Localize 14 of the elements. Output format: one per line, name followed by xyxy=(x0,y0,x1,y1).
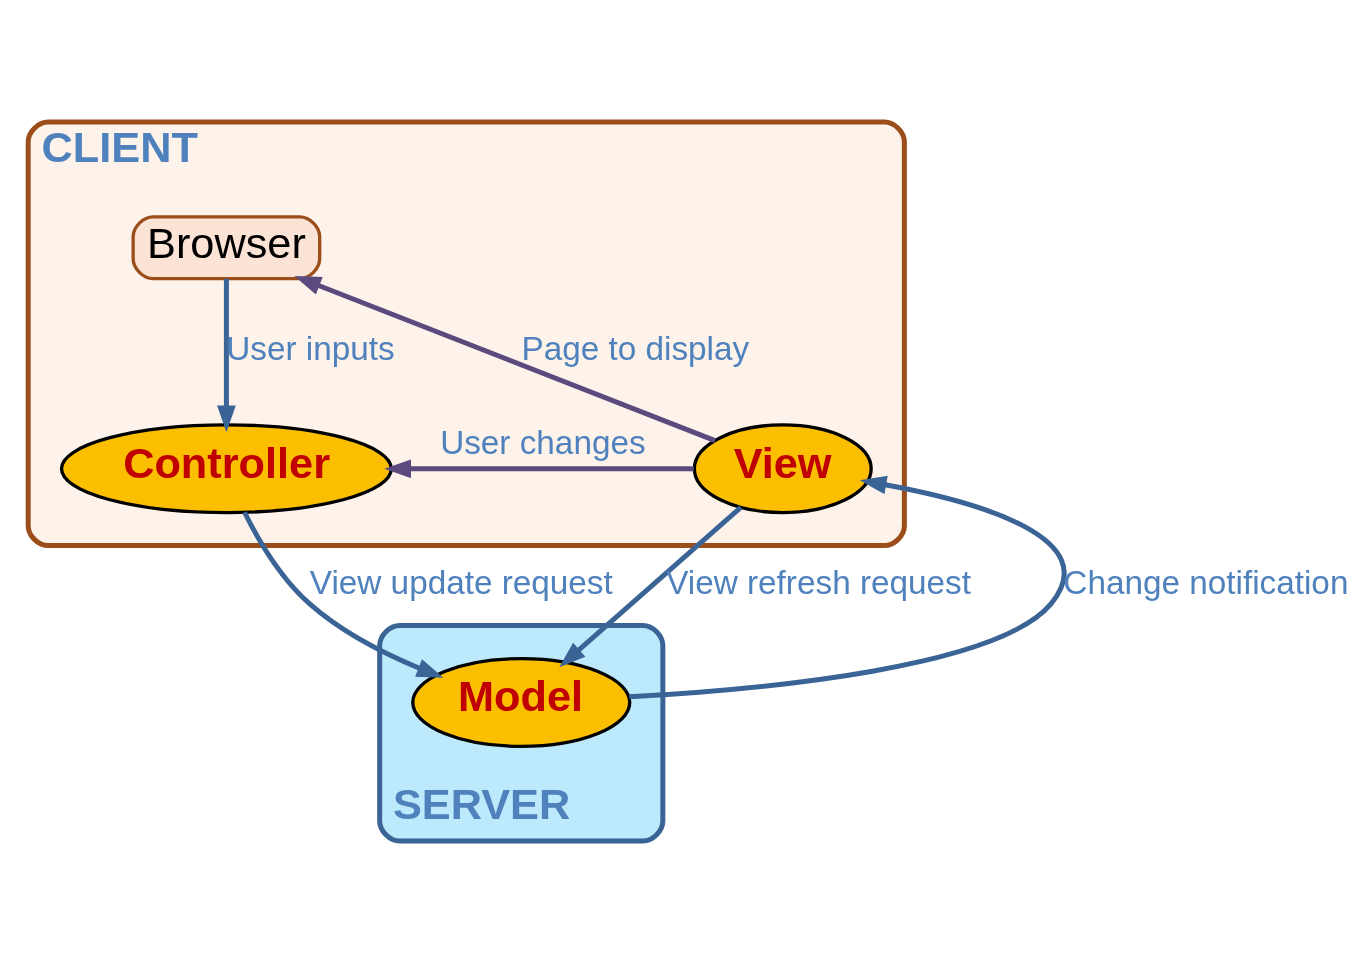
arrow xyxy=(242,511,444,678)
node-ellipse: Controller xyxy=(59,423,393,515)
arrow xyxy=(384,459,694,479)
arrow xyxy=(217,278,236,433)
edge-label: View refresh request xyxy=(666,563,971,601)
node-box: Browser xyxy=(131,215,322,281)
node-ellipse: View xyxy=(692,423,873,515)
arrow xyxy=(629,475,1067,700)
edge-label: View update request xyxy=(309,563,613,601)
edge-label: Change notification xyxy=(1063,563,1349,601)
arrow xyxy=(294,276,716,443)
edge-label: User changes xyxy=(440,423,646,461)
arrow xyxy=(559,505,743,668)
edge-label: Page to display xyxy=(521,330,750,368)
